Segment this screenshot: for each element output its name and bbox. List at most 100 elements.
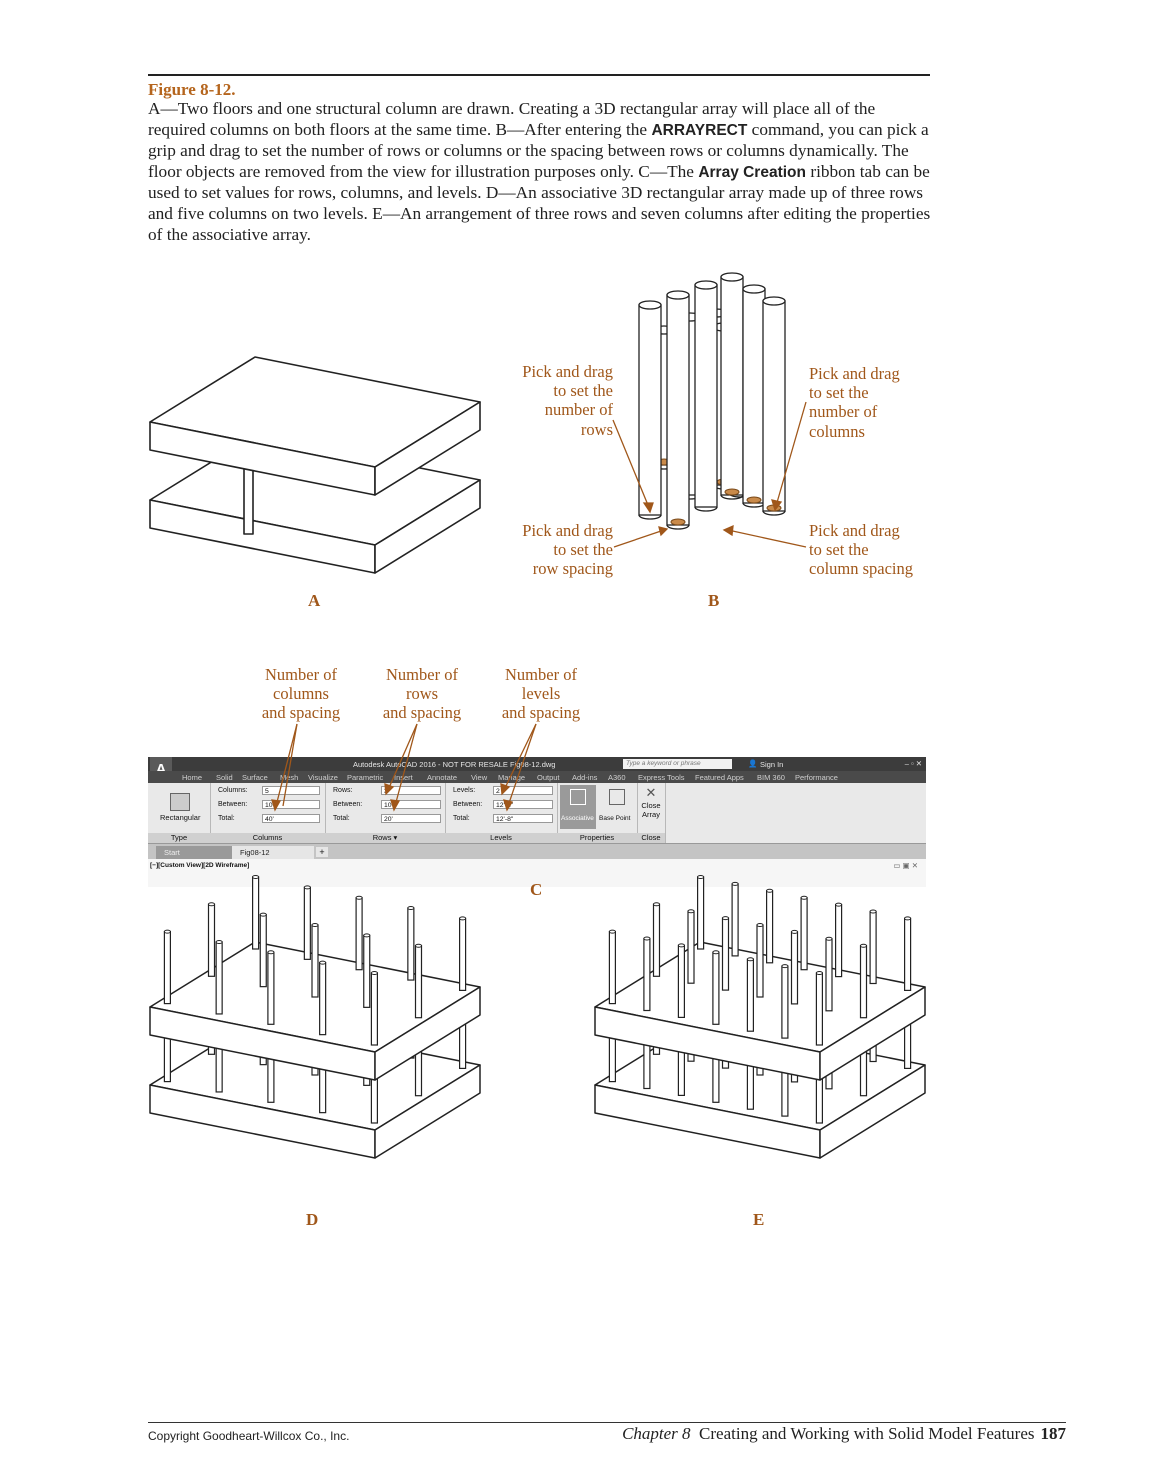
- panel-a-drawing: [149, 356, 481, 574]
- column-top: [643, 936, 651, 941]
- tab-mesh[interactable]: Mesh: [280, 773, 299, 782]
- tab-performance[interactable]: Performance: [795, 773, 838, 782]
- column-base: [666, 524, 690, 530]
- base-point-button[interactable]: Base Point: [599, 785, 635, 829]
- column-top: [370, 971, 378, 975]
- array-column: [259, 914, 267, 988]
- tab-a360[interactable]: A360: [608, 773, 626, 782]
- column-top: [459, 916, 467, 921]
- lower-floor-side: [819, 1064, 926, 1159]
- columns-count-field[interactable]: 5: [262, 786, 320, 795]
- sublabel-d: D: [306, 1210, 319, 1229]
- tab-parametric[interactable]: Parametric: [347, 773, 384, 782]
- panel-properties: Associative Base Point Properties: [557, 783, 638, 843]
- tab-bim-360[interactable]: BIM 360: [757, 773, 785, 782]
- array-column: [363, 934, 371, 1008]
- drawing-viewport[interactable]: [−][Custom View][2D Wireframe] ▭ ▣ ✕: [148, 859, 926, 887]
- tab-visualize[interactable]: Visualize: [308, 773, 338, 782]
- sign-in-link[interactable]: Sign In: [760, 760, 784, 769]
- columns-between-field[interactable]: 10': [262, 800, 320, 809]
- column-base: [694, 506, 718, 512]
- panel-b-drawing: [638, 272, 786, 530]
- levels-total-field[interactable]: 12'-8": [493, 814, 553, 823]
- running-footer: Chapter 8 Creating and Working with Soli…: [622, 1424, 1066, 1443]
- column-base: [762, 510, 786, 516]
- new-tab-icon[interactable]: +: [316, 847, 328, 857]
- levels-between-label: Between:: [453, 801, 483, 808]
- levels-label: Levels:: [453, 787, 476, 794]
- array-column: [207, 903, 216, 977]
- column-top: [791, 929, 798, 934]
- array-column: [904, 917, 912, 992]
- column-top: [722, 916, 729, 921]
- figure-title: Figure 8-12.: [148, 80, 236, 99]
- rows-between-label: Between:: [333, 801, 363, 808]
- array-column: [319, 962, 327, 1036]
- array-column: [677, 944, 686, 1018]
- array-column: [696, 876, 705, 950]
- columns-total-field[interactable]: 40': [262, 814, 320, 823]
- array-column: [762, 296, 786, 516]
- column-top: [694, 280, 718, 290]
- array-column: [687, 910, 695, 984]
- associative-button[interactable]: Associative: [560, 785, 596, 829]
- array-column: [721, 917, 730, 991]
- tab-view[interactable]: View: [471, 773, 488, 782]
- viewport-controls-icon[interactable]: ▭ ▣ ✕: [893, 861, 918, 870]
- tab-insert[interactable]: Insert: [394, 773, 413, 782]
- levels-between-field[interactable]: 12'-8": [493, 800, 553, 809]
- column-top: [267, 950, 275, 955]
- tab-surface[interactable]: Surface: [242, 773, 268, 782]
- figure-caption: A—Two floors and one structural column a…: [148, 99, 931, 244]
- array-column: [781, 965, 789, 1039]
- column-top: [825, 936, 833, 941]
- associative-icon: [570, 789, 586, 805]
- rows-total-field[interactable]: 20': [381, 814, 441, 823]
- rectangular-label: Rectangular: [160, 813, 201, 822]
- rectangular-array-icon[interactable]: [170, 793, 190, 811]
- array-column: [459, 917, 467, 991]
- column-top: [746, 957, 754, 962]
- tab-home[interactable]: Home: [182, 773, 203, 782]
- array-column: [790, 931, 799, 1005]
- file-tab-start[interactable]: Start: [156, 846, 234, 859]
- window-controls[interactable]: – ▫ ✕: [904, 759, 922, 768]
- array-column: [859, 945, 868, 1019]
- tab-annotate[interactable]: Annotate: [427, 773, 458, 782]
- array-creation-ribbon: Rectangular Type Columns: 5 Between: 10'…: [148, 783, 926, 844]
- panel-title-rows[interactable]: Rows ▾: [325, 833, 445, 843]
- cad-search-input[interactable]: Type a keyword or phrase: [623, 759, 732, 769]
- tab-add-ins[interactable]: Add-ins: [572, 773, 598, 782]
- array-column: [731, 883, 739, 957]
- close-array-button[interactable]: ✕ Close Array: [637, 785, 665, 829]
- array-column: [407, 907, 415, 981]
- file-tab-fig08-12[interactable]: Fig08-12: [232, 846, 314, 859]
- column-top: [638, 300, 662, 310]
- viewport-label[interactable]: [−][Custom View][2D Wireframe]: [150, 862, 250, 869]
- column-top: [666, 290, 690, 300]
- tab-featured-apps[interactable]: Featured Apps: [695, 773, 744, 782]
- array-column: [251, 876, 260, 950]
- column-top: [756, 923, 764, 927]
- tab-manage[interactable]: Manage: [498, 773, 526, 782]
- columns-label: Columns:: [218, 787, 248, 794]
- grip-icon: [724, 488, 740, 496]
- levels-count-field[interactable]: 2: [493, 786, 553, 795]
- lower-floor-side: [374, 1064, 481, 1159]
- tab-solid[interactable]: Solid: [216, 773, 233, 782]
- tab-output[interactable]: Output: [537, 773, 560, 782]
- autocad-ribbon-screenshot: A Autodesk AutoCAD 2016 - NOT FOR RESALE…: [148, 757, 926, 887]
- rows-between-field[interactable]: 10': [381, 800, 441, 809]
- array-column: [215, 941, 223, 1015]
- panel-type: Rectangular Type: [148, 783, 211, 843]
- tab-express-tools[interactable]: Express Tools: [638, 773, 685, 782]
- array-column: [638, 300, 662, 520]
- file-tabs: Start Fig08-12 +: [148, 844, 926, 859]
- array-column: [694, 280, 718, 512]
- lower-floor-side: [374, 479, 481, 574]
- array-column: [303, 886, 311, 960]
